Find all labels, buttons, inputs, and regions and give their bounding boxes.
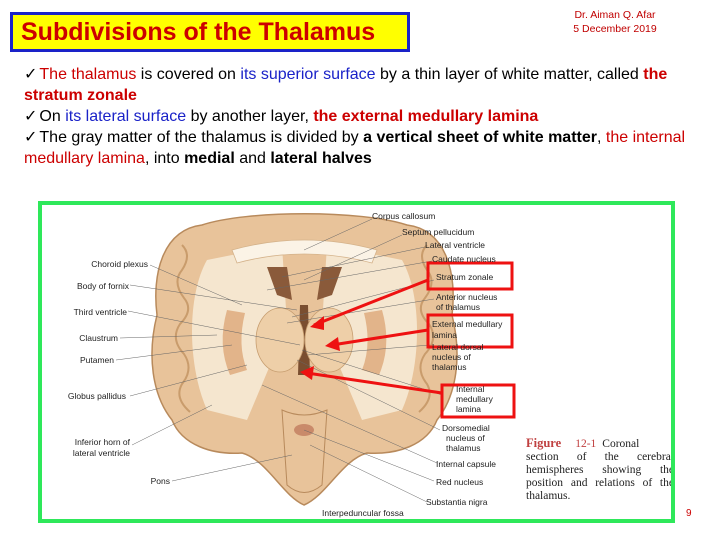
brainstem	[281, 409, 328, 493]
bullet-text-run: On	[39, 108, 66, 125]
bullet-text-run: its lateral surface	[65, 108, 187, 125]
label-stratum-zonale: Stratum zonale	[436, 272, 493, 282]
label-anterior-nucleus-2: of thalamus	[436, 302, 480, 312]
lateral-ventricles	[267, 267, 342, 300]
slide-title: Subdivisions of the Thalamus	[21, 17, 376, 46]
label-dorsomedial: Dorsomedial	[442, 423, 490, 433]
coronal-section-illustration: Choroid plexus Body of fornix Third vent…	[68, 211, 516, 518]
highlight-annotations	[300, 261, 516, 419]
thalamus-figure: Choroid plexus Body of fornix Third vent…	[38, 201, 675, 523]
bullet-text-run: medial	[184, 150, 235, 167]
bullet-text-run: ,	[596, 129, 606, 146]
label-substantia-nigra: Substantia nigra	[426, 497, 488, 507]
label-claustrum: Claustrum	[79, 333, 118, 343]
thalamus-left	[255, 307, 305, 373]
label-lateral-ventricle: Lateral ventricle	[425, 240, 485, 250]
bullet-list: ✓The thalamus is covered on its superior…	[24, 64, 704, 169]
label-inferior-horn: Inferior horn of	[75, 437, 131, 447]
checkmark-icon: ✓	[24, 108, 38, 125]
label-lateral-dorsal-3: thalamus	[432, 362, 467, 372]
label-red-nucleus: Red nucleus	[436, 477, 483, 487]
bullet-text-run: and	[234, 150, 271, 167]
bullet-text-run: its superior surface	[240, 66, 376, 83]
label-lateral-ventricle-left: lateral ventricle	[73, 448, 130, 458]
label-corpus-callosum: Corpus callosum	[372, 211, 435, 221]
bullet-text-run: the stratum zonale	[24, 66, 668, 104]
label-choroid-plexus: Choroid plexus	[91, 259, 148, 269]
label-lateral-dorsal-2: nucleus of	[432, 352, 471, 362]
label-external-medullary-2: lamina	[432, 330, 457, 340]
label-third-ventricle: Third ventricle	[74, 307, 128, 317]
leader-lines	[115, 218, 443, 503]
corpus-callosum	[231, 239, 378, 264]
bullet-text-run: by a thin layer of white matter, called	[375, 66, 644, 83]
bullet-text-run: The gray matter of the thalamus is divid…	[39, 129, 364, 146]
label-interpeduncular-fossa: Interpeduncular fossa	[322, 508, 404, 518]
label-globus-pallidus: Globus pallidus	[68, 391, 126, 401]
bullet-item: ✓On its lateral surface by another layer…	[24, 106, 704, 127]
label-anterior-nucleus: Anterior nucleus	[436, 292, 497, 302]
bullet-text-run: by another layer,	[186, 108, 314, 125]
putamen-right	[362, 310, 387, 375]
label-dorsomedial-3: thalamus	[446, 443, 481, 453]
label-pons: Pons	[151, 476, 170, 486]
bullet-text-run: is covered on	[136, 66, 241, 83]
caption-text: Coronal section of the cerebral hemisphe…	[526, 438, 674, 502]
caption-figure-word: Figure	[526, 436, 562, 450]
label-internal-medullary: Internal	[456, 384, 484, 394]
label-external-medullary: External medullary	[432, 319, 503, 329]
label-caudate-nucleus: Caudate nucleus	[432, 254, 496, 264]
bullet-item: ✓The thalamus is covered on its superior…	[24, 64, 704, 106]
label-internal-capsule: Internal capsule	[436, 459, 496, 469]
bullet-text-run: lateral halves	[270, 150, 372, 167]
label-lateral-dorsal: Lateral dorsal	[432, 342, 484, 352]
slide-title-box: Subdivisions of the Thalamus	[10, 12, 410, 52]
page-number: 9	[686, 508, 692, 519]
author-name: Dr. Aiman Q. Afar	[574, 9, 656, 21]
putamen-left	[222, 310, 247, 375]
checkmark-icon: ✓	[24, 129, 38, 146]
label-body-of-fornix: Body of fornix	[77, 281, 130, 291]
author-date: 5 December 2019	[573, 23, 657, 35]
bullet-text-run: the internal medullary lamina	[24, 129, 686, 167]
label-putamen: Putamen	[80, 355, 114, 365]
label-septum-pellucidum: Septum pellucidum	[402, 227, 474, 237]
label-dorsomedial-2: nucleus of	[446, 433, 485, 443]
bullet-item: ✓The gray matter of the thalamus is divi…	[24, 127, 704, 169]
label-internal-medullary-3: lamina	[456, 404, 481, 414]
caption-figure-number: 12-1	[575, 438, 597, 450]
bullet-text-run: , into	[144, 150, 185, 167]
bullet-text-run: The thalamus	[39, 66, 137, 83]
bullet-text-run: the external medullary lamina	[313, 108, 539, 125]
author-block: Dr. Aiman Q. Afar 5 December 2019	[540, 8, 690, 36]
label-internal-medullary-2: medullary	[456, 394, 494, 404]
bullet-text-run: a vertical sheet of white matter	[363, 129, 597, 146]
checkmark-icon: ✓	[24, 66, 38, 83]
